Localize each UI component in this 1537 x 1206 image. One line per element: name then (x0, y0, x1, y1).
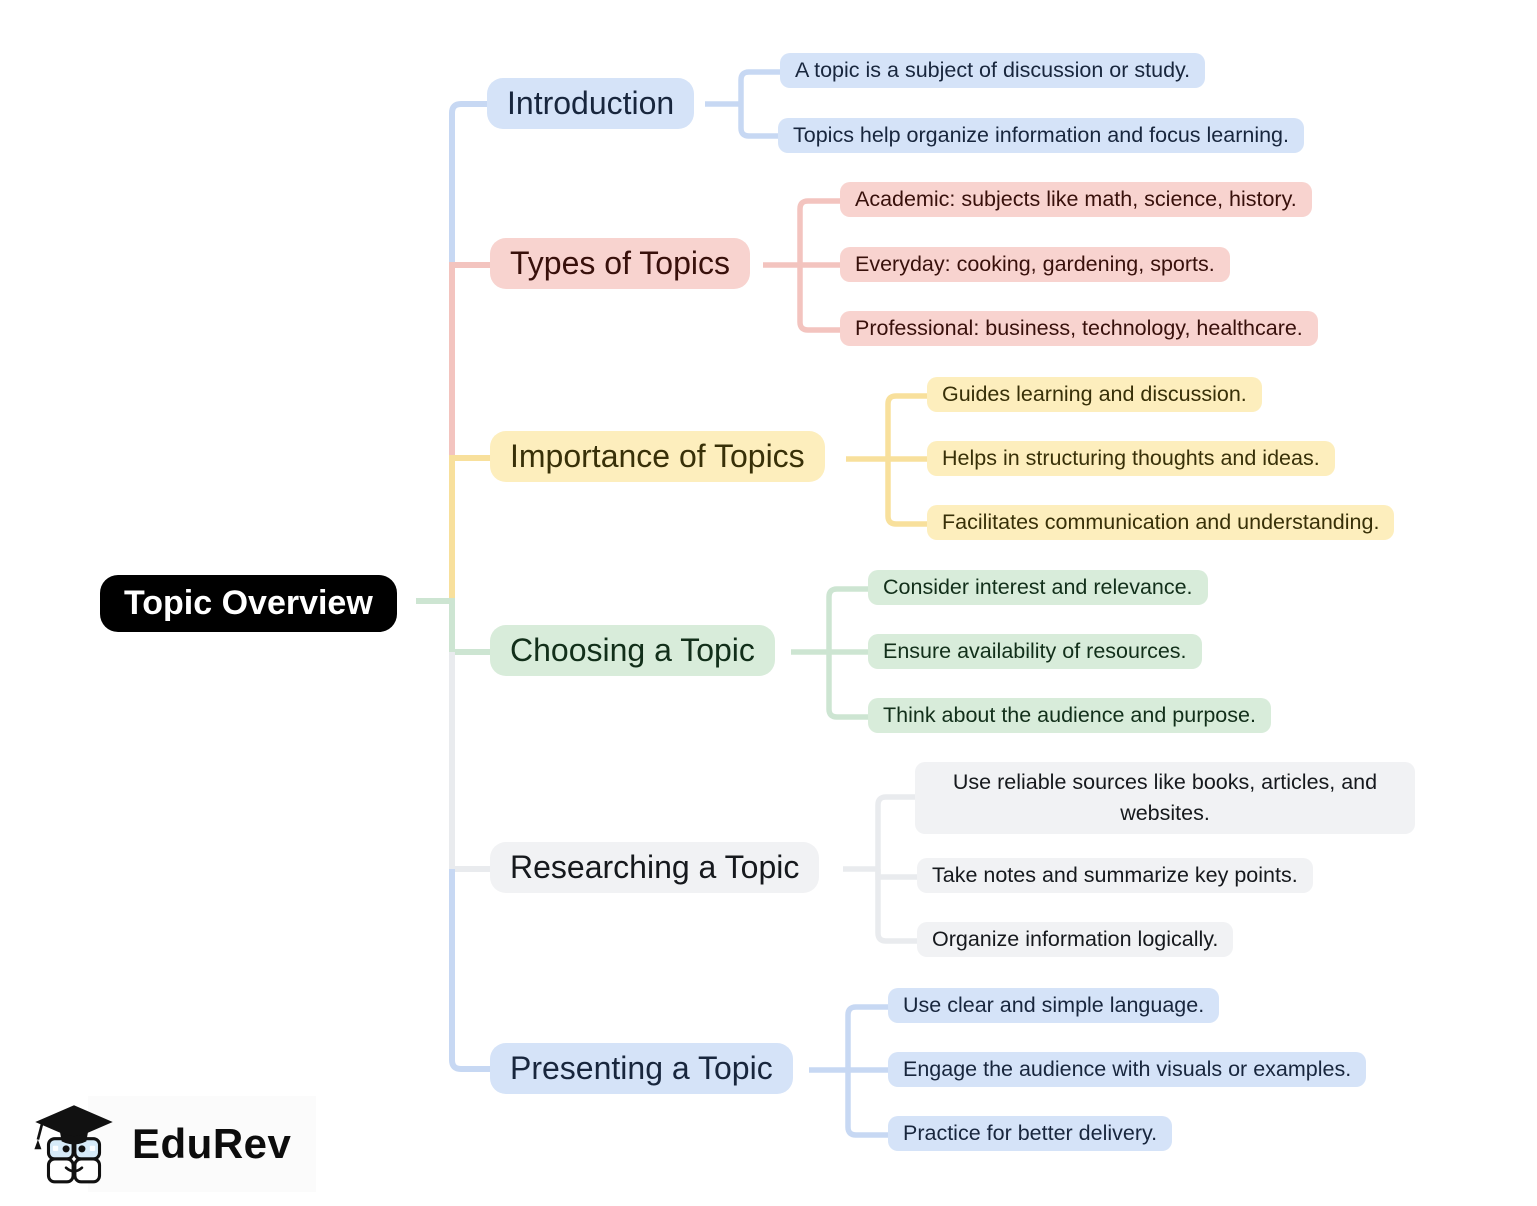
wire-choosing-a-topic (416, 586, 868, 720)
leaf-node: Everyday: cooking, gardening, sports. (840, 247, 1230, 282)
wire-researching-a-topic (449, 652, 917, 944)
leaf-node: Use reliable sources like books, article… (915, 762, 1415, 835)
logo-backdrop (88, 1096, 316, 1192)
leaf-node: Organize information logically. (917, 922, 1234, 957)
leaf-node: Consider interest and relevance. (868, 570, 1208, 605)
wire-types-of-topics (449, 198, 840, 458)
leaf-node: Topics help organize information and foc… (778, 118, 1304, 153)
wire-importance-of-topics (449, 393, 927, 601)
edurev-logo: EduRev (30, 1098, 291, 1190)
leaf-node: Engage the audience with visuals or exam… (888, 1052, 1367, 1087)
wire-introduction (449, 69, 780, 265)
edurev-brand-text: EduRev (132, 1120, 292, 1167)
branch-node-introduction: Introduction (487, 78, 695, 129)
branch-node-researching-a-topic: Researching a Topic (490, 842, 820, 893)
leaf-node: A topic is a subject of discussion or st… (780, 53, 1206, 88)
leaf-node: Use clear and simple language. (888, 988, 1220, 1023)
branch-node-types-of-topics: Types of Topics (490, 238, 750, 289)
wire-presenting-a-topic (449, 869, 888, 1138)
branch-node-presenting-a-topic: Presenting a Topic (490, 1043, 793, 1094)
leaf-node: Practice for better delivery. (888, 1116, 1173, 1151)
leaf-node: Academic: subjects like math, science, h… (840, 182, 1312, 217)
leaf-node: Think about the audience and purpose. (868, 698, 1271, 733)
leaf-node: Facilitates communication and understand… (927, 505, 1395, 540)
branch-node-choosing-a-topic: Choosing a Topic (490, 625, 775, 676)
leaf-node: Helps in structuring thoughts and ideas. (927, 441, 1335, 476)
edurev-mascot-icon (34, 1105, 113, 1184)
root-node: Topic Overview (100, 575, 397, 632)
leaf-node: Professional: business, technology, heal… (840, 311, 1318, 346)
leaf-node: Guides learning and discussion. (927, 377, 1262, 412)
leaf-node: Ensure availability of resources. (868, 634, 1202, 669)
leaf-node: Take notes and summarize key points. (917, 858, 1313, 893)
branch-node-importance-of-topics: Importance of Topics (490, 431, 825, 482)
